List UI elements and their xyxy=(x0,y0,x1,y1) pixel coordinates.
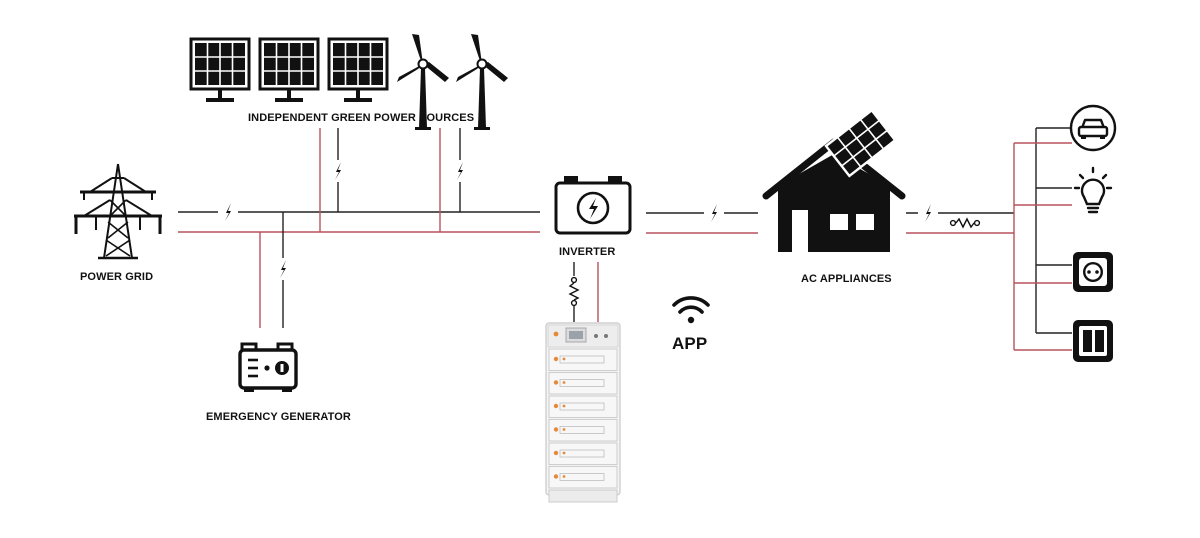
ac-appliances-label: AC APPLIANCES xyxy=(801,273,892,285)
battery-module xyxy=(548,419,618,442)
solar-panel-icon xyxy=(327,37,389,104)
battery-base xyxy=(548,489,618,503)
power-grid-label: POWER GRID xyxy=(80,271,154,283)
house-solar-icon xyxy=(762,108,906,252)
green-sources-label: INDEPENDENT GREEN POWER SOURCES xyxy=(248,112,475,124)
battery-module xyxy=(548,442,618,465)
car-icon xyxy=(1069,104,1117,152)
battery-modules xyxy=(548,348,618,503)
battery-module xyxy=(548,466,618,489)
battery-module xyxy=(548,372,618,395)
generator-icon xyxy=(238,342,298,392)
solar-panel-icon xyxy=(189,37,251,104)
power-tower-icon xyxy=(74,163,162,260)
app-label: APP xyxy=(672,334,708,353)
inverter-icon xyxy=(554,176,632,235)
switch-icon xyxy=(1073,320,1113,362)
socket-icon xyxy=(1073,252,1113,292)
inverter-label: INVERTER xyxy=(559,246,616,258)
resistor-icon xyxy=(566,276,582,307)
wifi-icon xyxy=(672,296,710,324)
battery-module xyxy=(548,348,618,371)
resistor-icon xyxy=(946,216,984,230)
emergency-generator-label: EMERGENCY GENERATOR xyxy=(206,411,351,423)
battery-module xyxy=(548,395,618,418)
bulb-icon xyxy=(1073,166,1113,214)
solar-panel-icon xyxy=(258,37,320,104)
